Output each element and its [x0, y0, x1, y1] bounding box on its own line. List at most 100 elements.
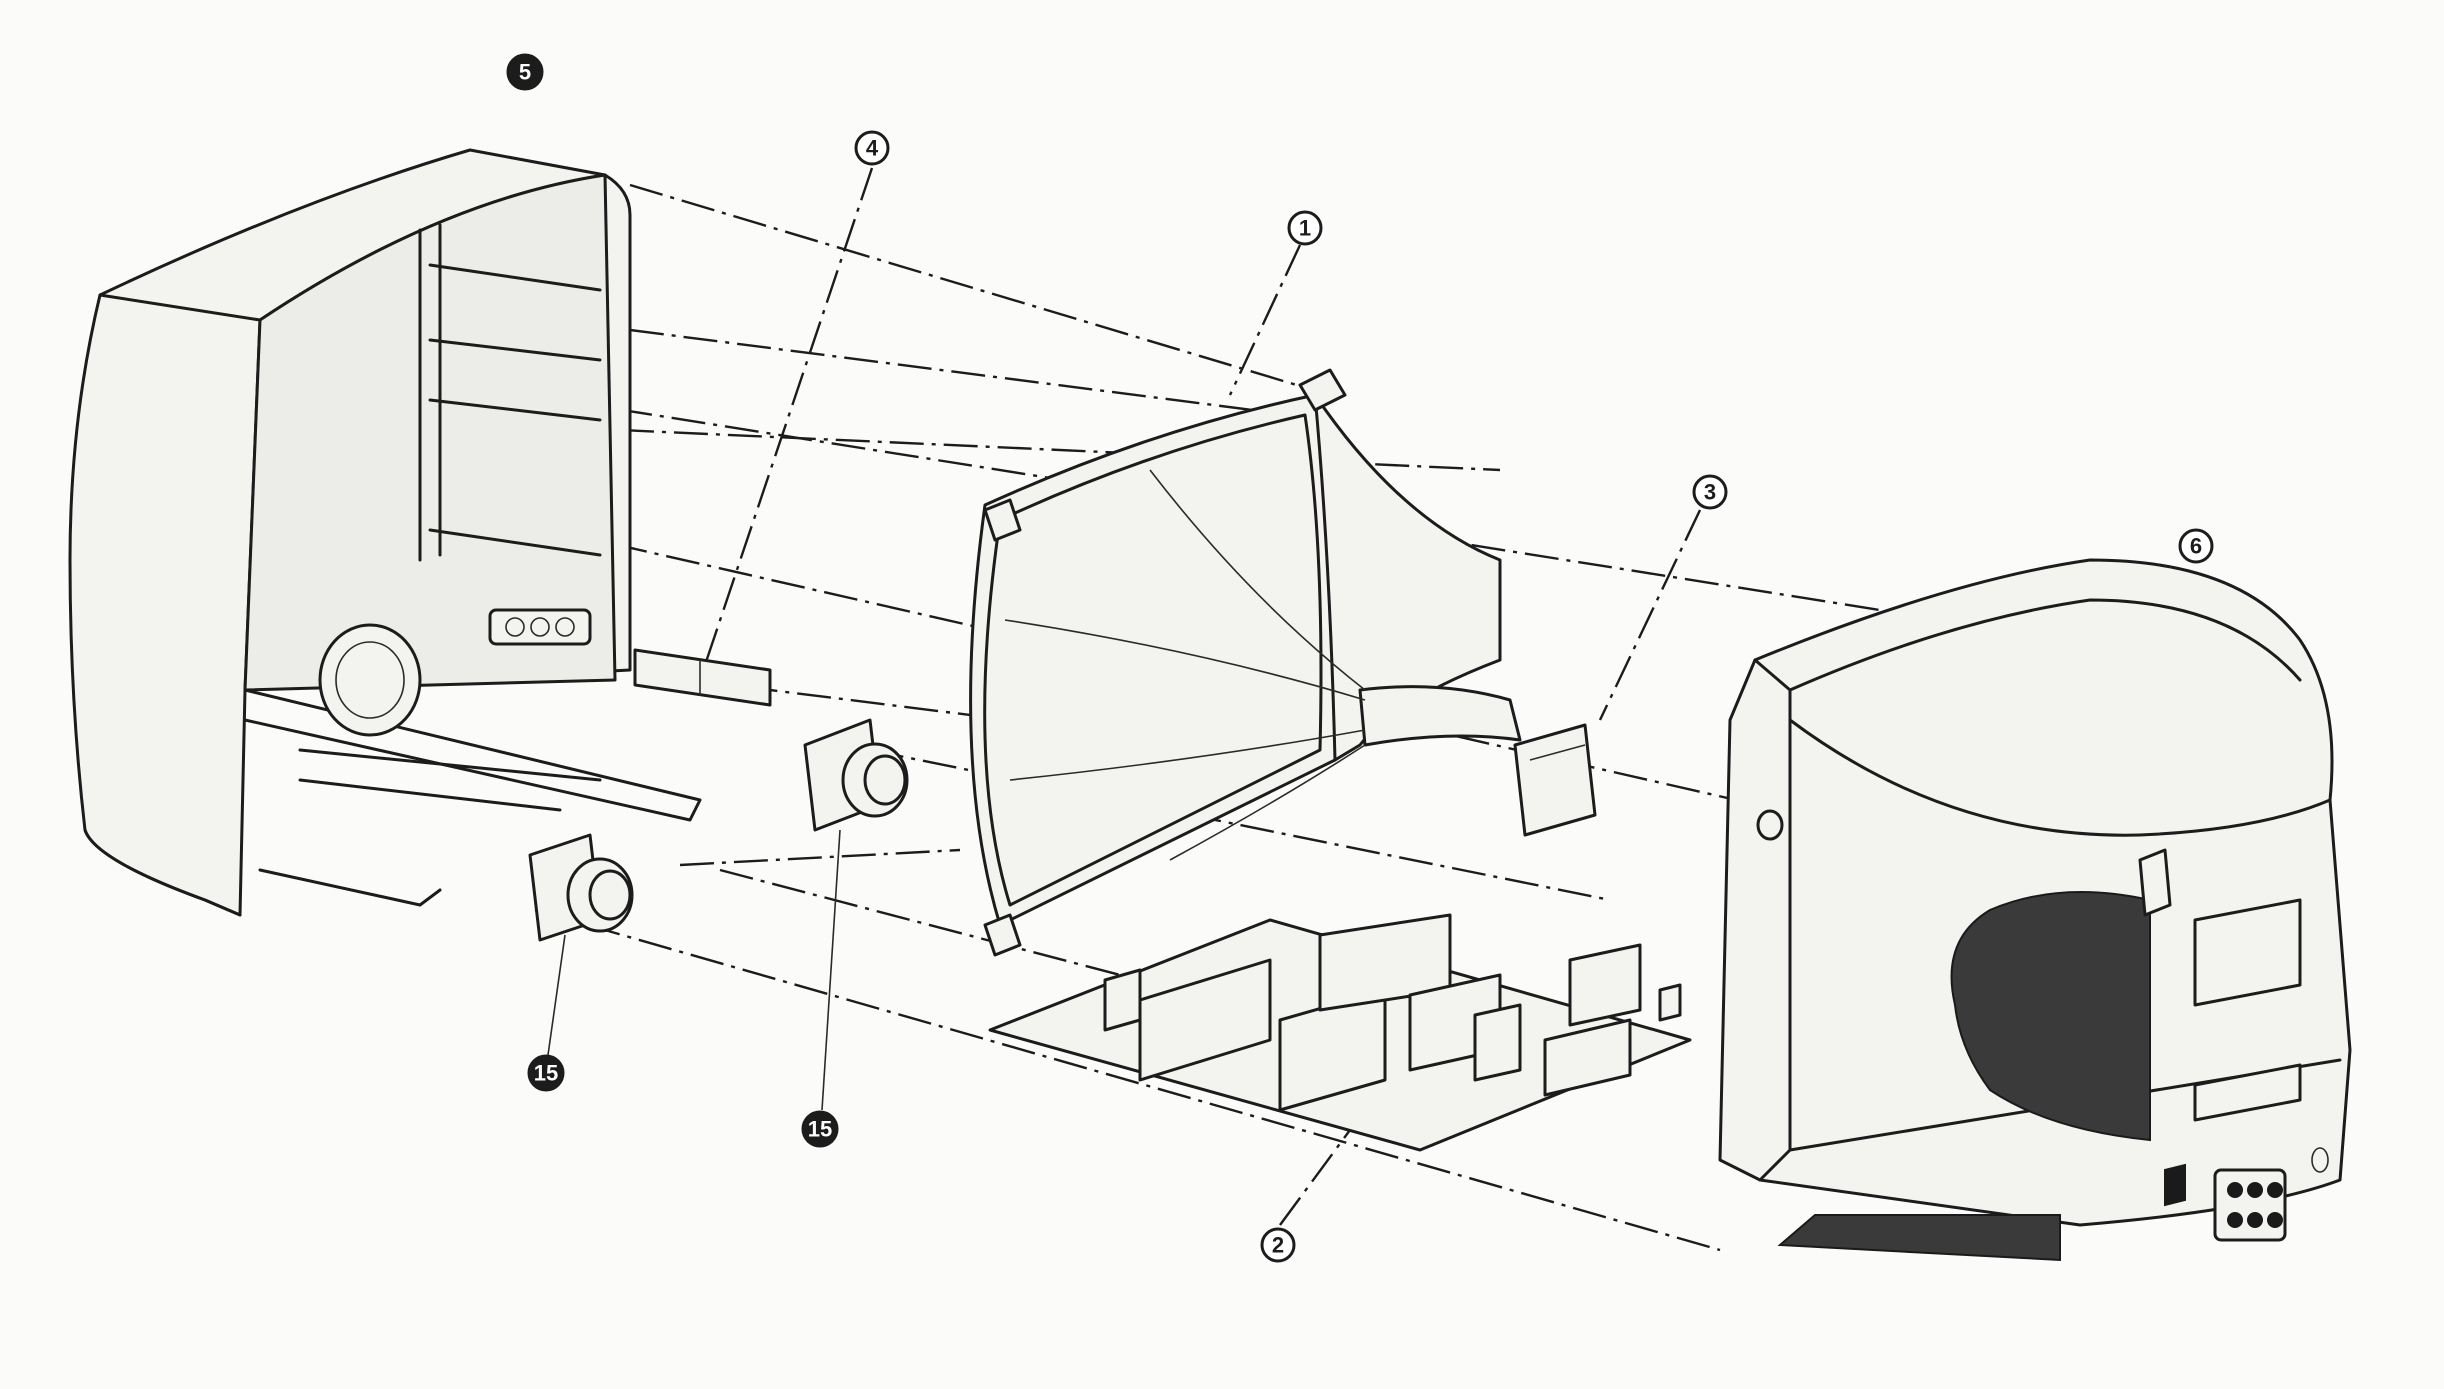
- speaker-right: [803, 718, 909, 832]
- callout-3-leader: [1598, 509, 1702, 721]
- callout-15-left-circle: [527, 1054, 565, 1092]
- leader-line-top: [629, 183, 1331, 397]
- main-circuit-board: [988, 913, 1692, 1152]
- callout-1-circle: [1287, 210, 1323, 246]
- callout-1: 1: [1228, 210, 1323, 396]
- speaker-left: [528, 833, 634, 942]
- front-cabinet-slot-1: [298, 748, 602, 782]
- front-cabinet-button-3: [555, 617, 575, 637]
- callout-3: 3: [1598, 474, 1728, 721]
- callout-1-label: 1: [1299, 216, 1311, 241]
- callout-15-right-label: 15: [808, 1117, 832, 1142]
- leader-line-low-2: [534, 908, 1721, 1252]
- main-board-component-1: [1138, 958, 1272, 1082]
- callout-2-leader: [1279, 1129, 1351, 1226]
- callout-3-circle: [1692, 474, 1728, 510]
- front-cabinet-slot-2: [298, 778, 562, 812]
- front-cabinet-speaker-hole-inner: [335, 641, 405, 719]
- neck-board-plate: [1513, 723, 1597, 837]
- callout-15-right-leader: [821, 829, 841, 1111]
- callout-15-left-label: 15: [534, 1061, 558, 1086]
- speaker-right-cap: [863, 754, 907, 806]
- front-cabinet-button-strip: [488, 608, 592, 646]
- back-cover-jack-2: [2247, 1182, 2263, 1198]
- back-cover-shell: [1718, 558, 2352, 1227]
- back-cover-top-ridge: [1788, 598, 2302, 692]
- back-cover-vent-grille: [1950, 891, 2151, 1142]
- back-cover-antenna-socket: [2311, 1147, 2329, 1173]
- main-board-small-part-2: [1658, 983, 1682, 1022]
- picture-tube-rim: [983, 413, 1323, 907]
- back-cover-screw-boss: [1756, 809, 1784, 841]
- picture-tube-neck: [1358, 685, 1522, 747]
- front-cabinet-rail-1: [428, 263, 602, 292]
- front-cabinet-rail-3: [428, 398, 602, 422]
- callout-4: 4: [703, 130, 890, 666]
- leader-line-top-2: [629, 328, 1331, 422]
- back-cover-jack-1: [2227, 1182, 2243, 1198]
- callout-15-right-circle: [801, 1110, 839, 1148]
- front-cabinet-rail-4: [428, 528, 602, 557]
- front-cabinet-base: [83, 828, 242, 917]
- callout-5: 5: [506, 53, 544, 91]
- back-cover-jack-6: [2267, 1212, 2283, 1228]
- front-cabinet-button-1: [505, 617, 525, 637]
- back-cover-jack-panel: [2213, 1168, 2287, 1242]
- main-board-component-6: [1568, 943, 1642, 1027]
- callout-4-leader: [703, 167, 874, 666]
- speaker-left-cap: [588, 869, 632, 921]
- callout-15-left-leader: [547, 934, 566, 1056]
- back-cover-jack-5: [2247, 1212, 2263, 1228]
- picture-tube-funnel-line-1: [1004, 619, 1366, 701]
- main-board-component-5: [1473, 1003, 1522, 1082]
- leader-line-low-1: [719, 868, 1331, 1032]
- picture-tube-mount-bottom-left: [983, 913, 1022, 957]
- back-cover-jack-4: [2227, 1212, 2243, 1228]
- callout-6-circle: [2178, 528, 2214, 564]
- back-cover-front-rim: [1753, 658, 1792, 1182]
- main-board-small-part-1: [1103, 968, 1142, 1032]
- back-cover-jack-3: [2267, 1182, 2283, 1198]
- front-cabinet-rail-2: [428, 338, 602, 362]
- picture-tube-funnel-line-3: [1149, 469, 1366, 691]
- callout-15-right: 15: [801, 829, 841, 1148]
- front-cabinet-speaker-hole: [318, 623, 422, 737]
- neck-board: [1513, 723, 1597, 837]
- callout-6-label: 6: [2190, 534, 2202, 559]
- callout-5-circle: [506, 53, 544, 91]
- callout-2-label: 2: [1272, 1233, 1284, 1258]
- picture-tube: [969, 368, 1522, 957]
- callout-6: 6: [2178, 528, 2214, 564]
- back-cover-bottom-vent: [1777, 1214, 2061, 1262]
- callout-4-label: 4: [866, 136, 879, 161]
- control-board-plate: [633, 648, 772, 707]
- back-cover-clip: [2138, 848, 2172, 917]
- callout-3-label: 3: [1704, 480, 1716, 505]
- back-cover-label-panel: [2193, 898, 2302, 1007]
- back-cover-side-curve: [1788, 718, 2332, 837]
- callout-5-label: 5: [519, 60, 531, 85]
- callout-4-circle: [854, 130, 890, 166]
- back-cover-small-panel: [2193, 1063, 2302, 1122]
- picture-tube-mount-top-right: [1298, 368, 1347, 412]
- callout-2: 2: [1260, 1129, 1351, 1263]
- callout-1-leader: [1228, 244, 1302, 396]
- picture-tube-funnel-line-2: [1009, 729, 1366, 781]
- neck-board-edge: [1529, 744, 1586, 761]
- callouts: 1 2 3 4 5 6 15: [506, 53, 2214, 1263]
- picture-tube-mount-top-left: [983, 498, 1022, 542]
- leader-line-speaker: [679, 848, 961, 867]
- front-cabinet: [68, 148, 702, 917]
- back-cover-power-symbol: [2164, 1163, 2186, 1207]
- front-cabinet-interior: [243, 173, 617, 692]
- callout-15-left: 15: [527, 934, 566, 1092]
- control-board: [633, 648, 772, 707]
- back-cover: [1718, 558, 2352, 1262]
- picture-tube-funnel-line-4: [1169, 744, 1366, 861]
- front-cabinet-bottom-panel: [243, 688, 702, 822]
- front-cabinet-button-2: [530, 617, 550, 637]
- callout-2-circle: [1260, 1227, 1296, 1263]
- main-board-connector: [1543, 1018, 1632, 1097]
